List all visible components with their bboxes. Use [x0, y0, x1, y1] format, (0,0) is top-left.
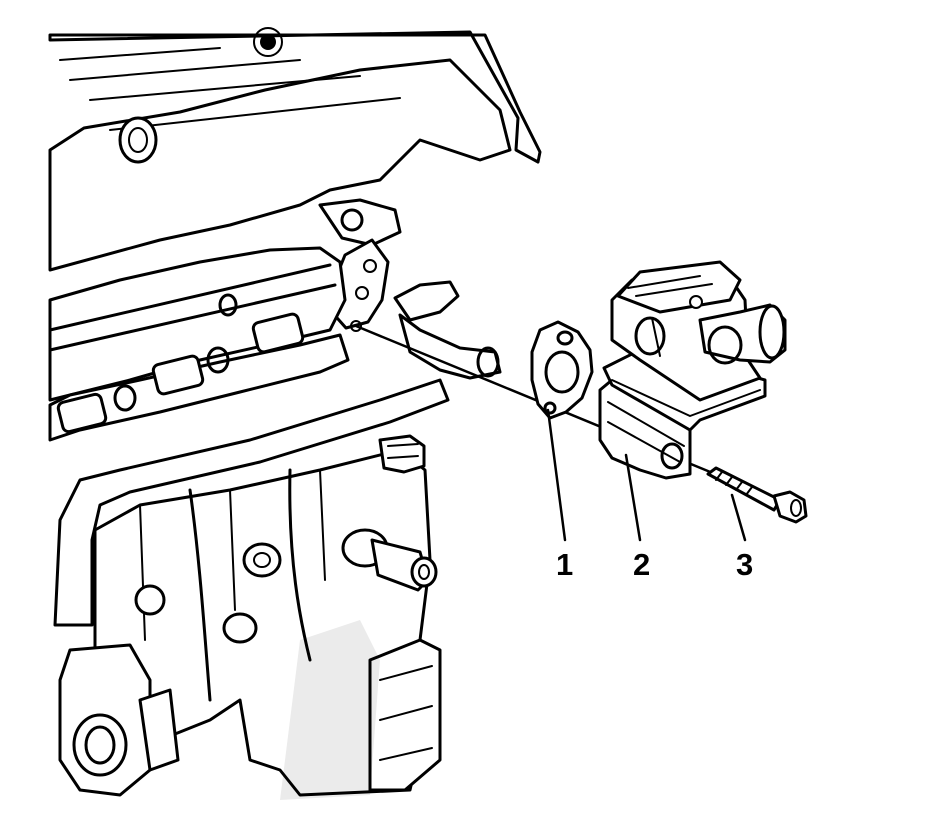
- callout-leader-2: [624, 453, 642, 542]
- engine-block: [48, 27, 542, 800]
- thermostat-housing-icon: [598, 260, 787, 480]
- callout-leader-3: [730, 493, 747, 542]
- callout-label-3: 3: [736, 547, 753, 582]
- callout-leader-1: [546, 408, 567, 542]
- callout-label-2: 2: [633, 547, 650, 582]
- callout-label-1: 1: [556, 547, 573, 582]
- gasket-icon: [530, 320, 594, 420]
- bolt-icon: [706, 466, 808, 524]
